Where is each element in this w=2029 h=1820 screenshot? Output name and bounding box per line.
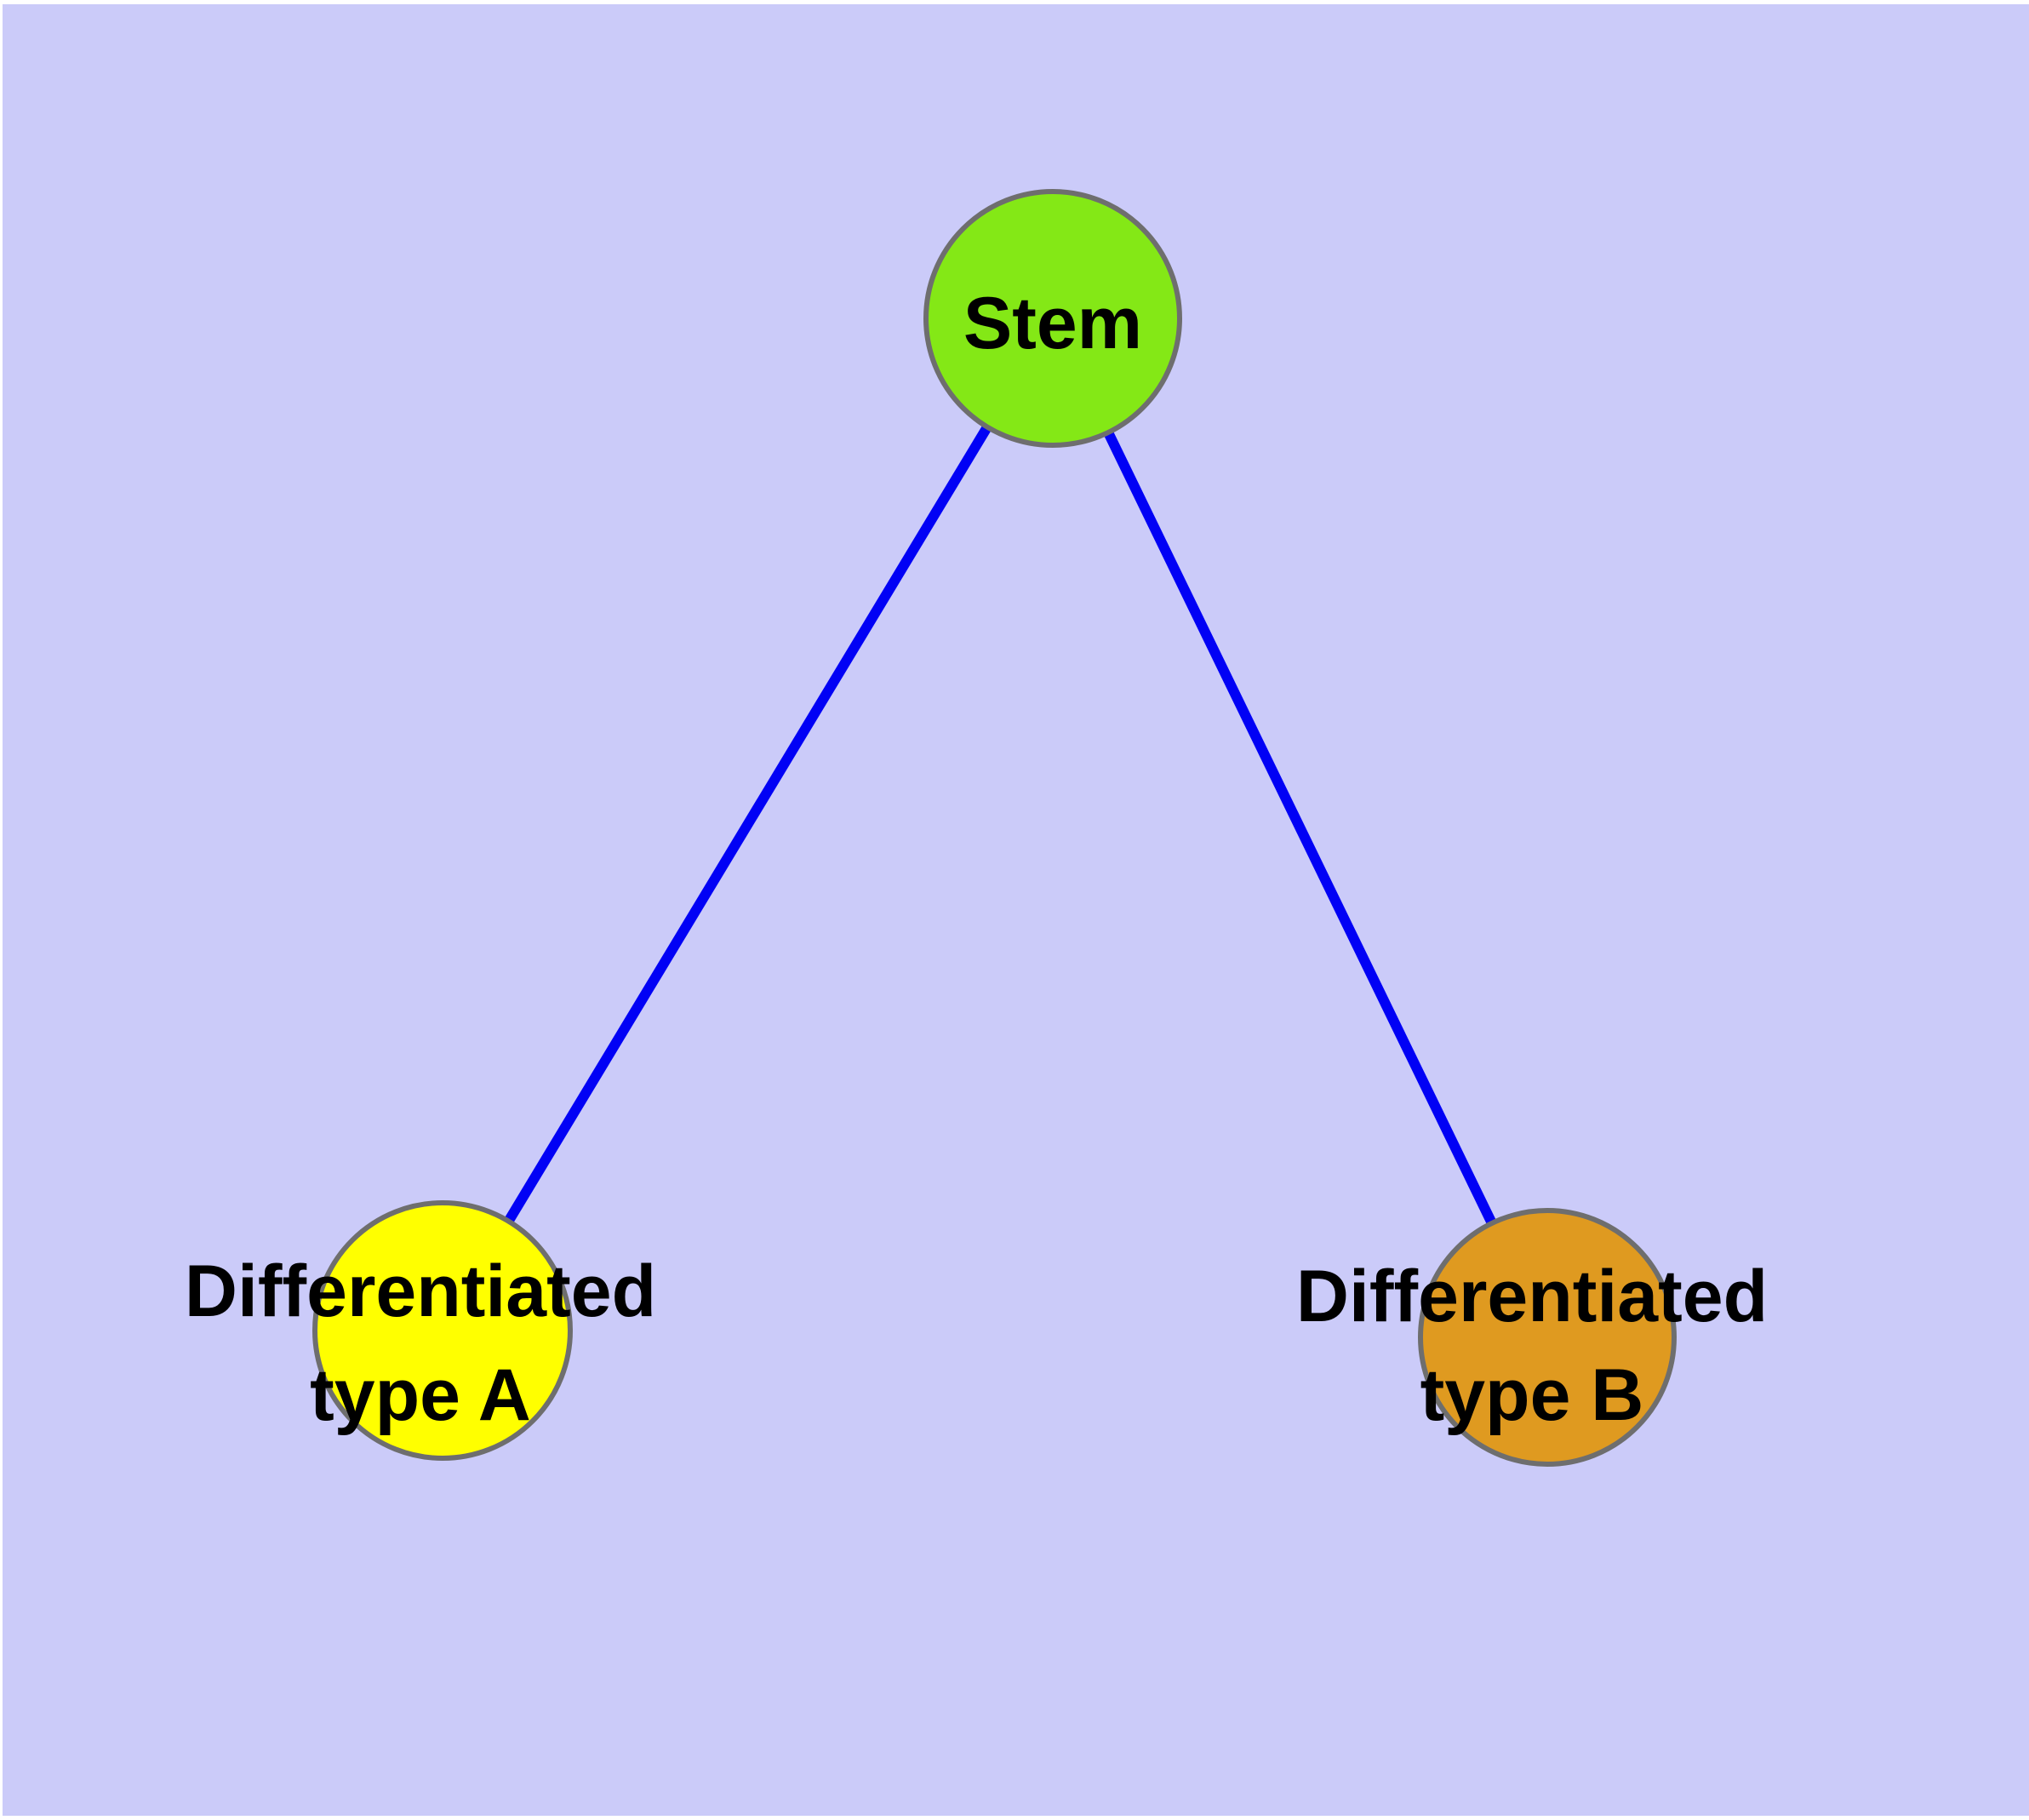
node-type-b-circle (1418, 1208, 1677, 1467)
node-stem-label: Stem (963, 283, 1142, 364)
node-type-a-label-line1: Differentiated (185, 1251, 656, 1332)
edge-stem-to-type-a (437, 315, 1058, 1334)
node-type-a-label-line2: type A (310, 1354, 531, 1436)
node-type-b-label-line1: Differentiated (1296, 1256, 1768, 1337)
node-stem-circle (923, 189, 1182, 448)
edge-stem-to-type-b (1048, 316, 1552, 1340)
node-type-b-label-line2: type B (1420, 1354, 1644, 1436)
node-type-a-circle (312, 1200, 573, 1461)
